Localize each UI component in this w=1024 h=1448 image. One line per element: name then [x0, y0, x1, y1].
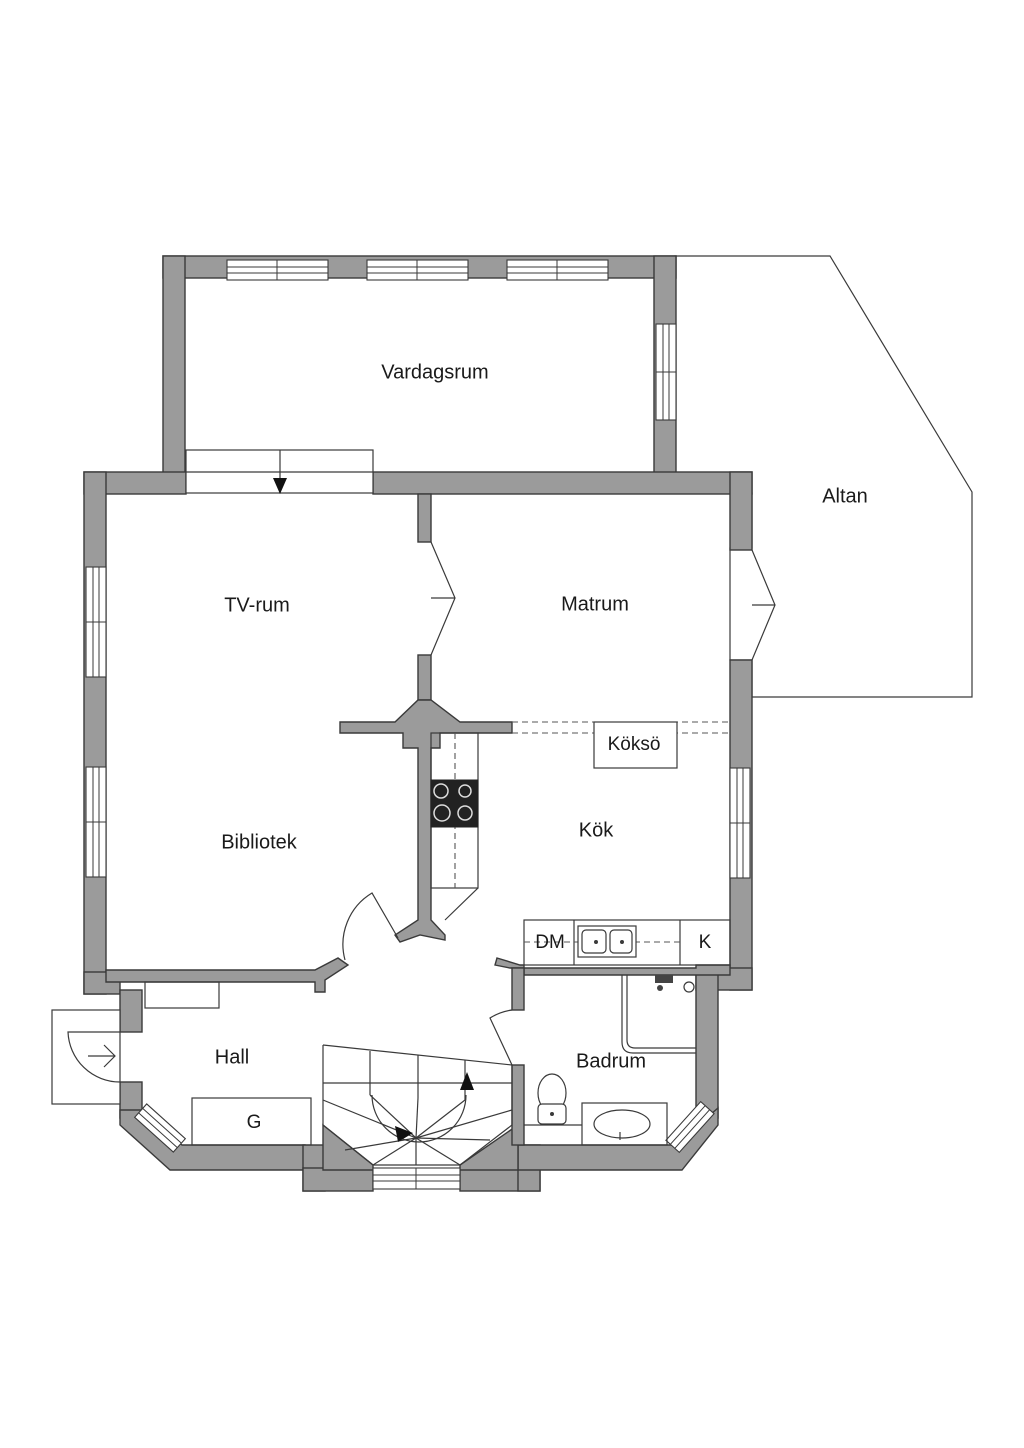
window-stair-bottom — [372, 1167, 461, 1190]
room-label-hall: Hall — [215, 1046, 249, 1068]
washbasin-icon — [593, 1109, 651, 1140]
wall-bibliotek-bottom — [105, 957, 350, 993]
window-bibliotek-left — [85, 766, 107, 878]
wall-kok-stub — [494, 957, 731, 976]
window-kok-right — [729, 767, 751, 879]
door-swing-badrum — [489, 1009, 513, 1066]
window-tvrum-left — [85, 566, 107, 678]
window-top-1 — [226, 259, 329, 281]
staircase — [322, 1044, 513, 1166]
wall-tv-matrum-top — [417, 493, 432, 543]
kitchen-island — [593, 721, 678, 769]
fixture-label-k: K — [699, 932, 712, 953]
room-label-matrum: Matrum — [561, 593, 629, 615]
wall-badrum-left-bot — [511, 1064, 525, 1146]
door-swing-bibliotek — [342, 892, 399, 961]
wall-stair-angle-right — [459, 1123, 519, 1171]
room-label-tv-rum: TV-rum — [224, 594, 290, 616]
entrance-arrow-icon — [88, 1044, 116, 1068]
fixture-label-g: G — [247, 1112, 262, 1133]
room-label-badrum: Badrum — [576, 1050, 646, 1072]
room-label-koksö: Köksö — [608, 734, 661, 755]
window-top-2 — [366, 259, 469, 281]
window-hall-angled — [133, 1103, 187, 1153]
sink-icon — [577, 925, 637, 958]
window-vardagsrum-right — [655, 323, 677, 421]
wall-stair-bottom — [302, 1167, 374, 1192]
wall-middle-right — [372, 471, 753, 495]
wall-badrum-right — [695, 967, 719, 1119]
wall-tv-matrum-bot — [417, 654, 432, 701]
wall-left — [83, 471, 107, 995]
shower-tap-icon — [655, 975, 673, 991]
drain-icon — [683, 981, 695, 993]
entrance-landing — [51, 1009, 121, 1105]
entrance-door-swing — [67, 1031, 121, 1083]
wall-right-upper — [729, 471, 753, 551]
hall-bench — [144, 981, 220, 1009]
vanity-counter — [581, 1102, 668, 1146]
room-label-kok: Kök — [579, 819, 614, 841]
room-label-bibliotek: Bibliotek — [221, 831, 298, 853]
chimney — [339, 699, 513, 943]
wardrobe — [191, 1097, 312, 1146]
window-top-3 — [506, 259, 609, 281]
shower-outline — [626, 975, 696, 1049]
room-label-vardagsrum: Vardagsrum — [381, 361, 488, 383]
fixture-label-dm: DM — [535, 932, 565, 953]
toilet-icon — [537, 1073, 567, 1125]
wall-badrum-left-top — [511, 967, 525, 1011]
wall-vardagsrum-left — [162, 255, 186, 494]
wall-hall-left — [119, 989, 143, 1033]
room-label-altan: Altan — [822, 485, 868, 507]
window-badrum-angled — [665, 1100, 715, 1154]
